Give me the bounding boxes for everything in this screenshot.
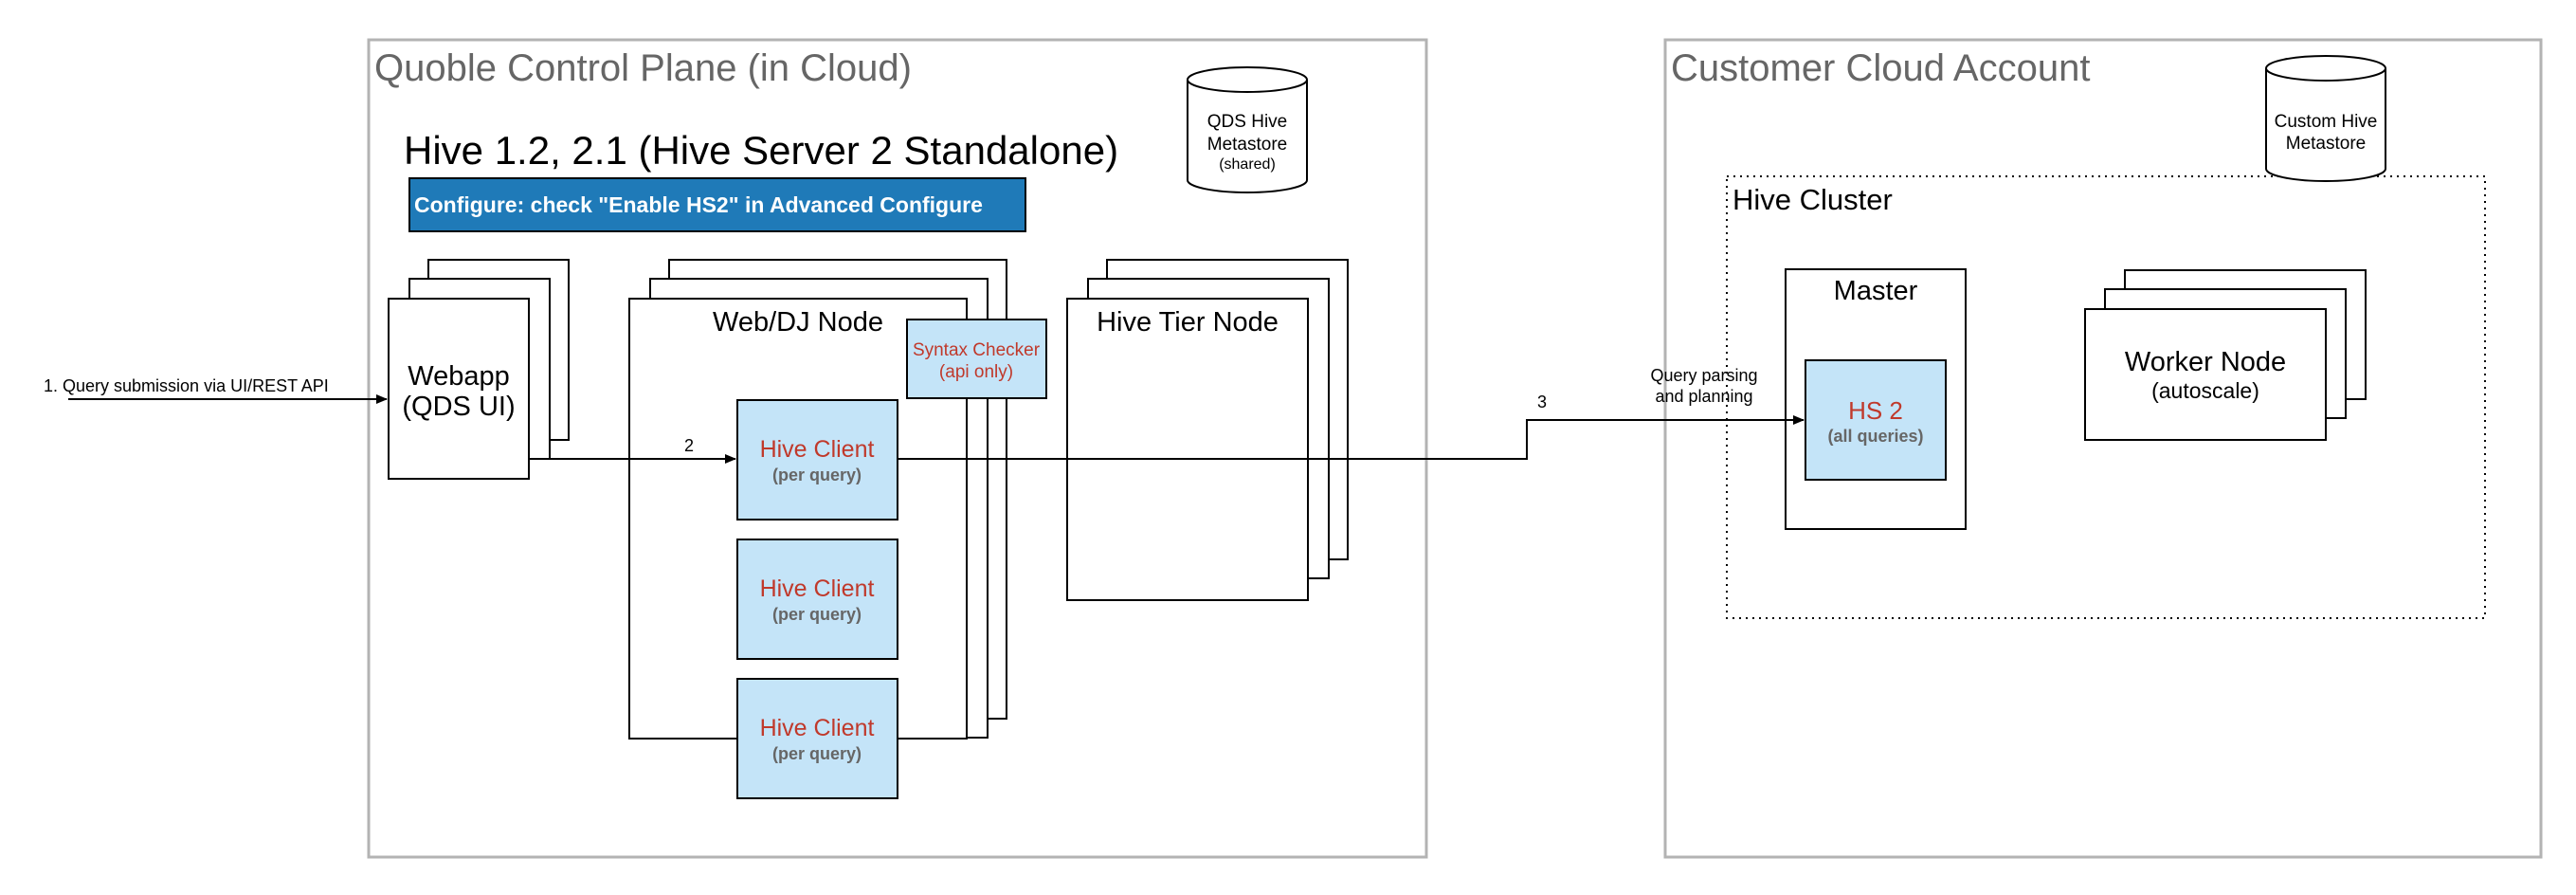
hs2-box: [1805, 359, 1947, 481]
master-label: Master: [1834, 276, 1918, 306]
flow-step2-label: 2: [684, 436, 694, 455]
flow-step3-label: 3: [1537, 393, 1547, 411]
worker-node-line1: Worker Node: [2125, 347, 2286, 377]
custom-metastore-line1: Custom Hive: [2275, 112, 2378, 132]
qds-metastore-line1: QDS Hive: [1207, 112, 1287, 132]
hive-client-1-name: Hive Client: [760, 436, 875, 463]
custom-metastore-icon: [2265, 55, 2386, 182]
control-plane-title: Quoble Control Plane (in Cloud): [374, 47, 912, 89]
flow-parsing-line2: and planning: [1655, 387, 1752, 406]
hive-heading: Hive 1.2, 2.1 (Hive Server 2 Standalone): [404, 128, 1118, 173]
hive-tier-node-label: Hive Tier Node: [1097, 307, 1279, 338]
flow-step1-label: 1. Query submission via UI/REST API: [44, 376, 329, 395]
webapp-stack: [388, 259, 570, 480]
hive-cluster-frame: [1726, 175, 2486, 619]
control-plane-frame: [367, 38, 1428, 859]
web-dj-node-label: Web/DJ Node: [713, 307, 883, 338]
flow-parsing-line1: Query parsing: [1650, 366, 1757, 385]
hive-client-2-sub: (per query): [772, 605, 862, 624]
flow-step2-arrow: [528, 454, 736, 464]
configure-banner-text: Configure: check "Enable HS2" in Advance…: [414, 192, 983, 217]
hive-client-3-sub: (per query): [772, 744, 862, 763]
qds-metastore-line2: Metastore: [1207, 135, 1287, 155]
hive-cluster-label: Hive Cluster: [1732, 183, 1893, 216]
worker-node-line2: (autoscale): [2151, 378, 2259, 403]
worker-node-stack: [2084, 269, 2367, 441]
customer-account-title: Customer Cloud Account: [1671, 47, 2090, 89]
syntax-checker-line1: Syntax Checker: [913, 340, 1041, 360]
hive-client-box-1: [736, 399, 898, 521]
syntax-checker-box: [906, 319, 1047, 399]
hive-client-3-name: Hive Client: [760, 715, 875, 741]
hive-client-box-3: [736, 678, 898, 799]
webapp-line2: (QDS UI): [402, 392, 515, 422]
qds-metastore-line3: (shared): [1219, 156, 1276, 173]
custom-metastore-line2: Metastore: [2286, 134, 2366, 154]
hive-client-2-name: Hive Client: [760, 575, 875, 602]
hive-tier-node-stack: [1066, 259, 1349, 601]
hive-client-box-2: [736, 539, 898, 660]
hive-client-1-sub: (per query): [772, 466, 862, 484]
hs2-name: HS 2: [1848, 396, 1903, 425]
flow-step3-arrow: [898, 415, 1805, 460]
configure-banner: [408, 177, 1026, 232]
syntax-checker-line2: (api only): [939, 362, 1013, 382]
customer-account-frame: [1663, 38, 2543, 859]
webapp-line1: Webapp: [408, 361, 510, 392]
qds-metastore-icon: [1187, 66, 1308, 193]
hs2-sub: (all queries): [1827, 427, 1923, 446]
